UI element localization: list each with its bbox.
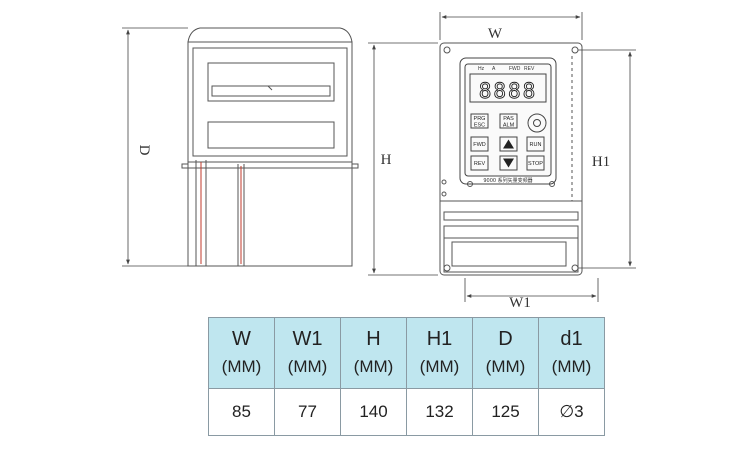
- dimension-table: W (MM) W1 (MM) H (MM) H1 (MM) D (MM) d1 (MM) 8…: [208, 317, 605, 436]
- technical-drawing: D Hz A FWD RE: [122, 12, 636, 310]
- dim-label-h: H: [381, 152, 392, 168]
- header-symbol: D: [498, 328, 513, 350]
- header-cell-w: W (MM): [208, 317, 275, 389]
- header-unit: (MM): [419, 357, 460, 376]
- header-symbol: H: [366, 328, 381, 350]
- keypad-panel: [459, 57, 557, 185]
- header-unit: (MM): [485, 357, 526, 376]
- value-cell-d: 125: [472, 388, 539, 436]
- value-cell-h: 140: [340, 388, 407, 436]
- dim-label-w: W: [488, 26, 503, 42]
- key-prg: PRG: [474, 116, 486, 122]
- led-label-rev: REV: [524, 66, 535, 72]
- dimension-d: [122, 27, 188, 267]
- display-digits: 8888: [479, 79, 538, 103]
- header-cell-w1: W1 (MM): [274, 317, 341, 389]
- dimension-w: [439, 12, 583, 40]
- header-cell-d: D (MM): [472, 317, 539, 389]
- led-label-fwd: FWD: [509, 66, 521, 72]
- key-alm: ALM: [503, 123, 515, 129]
- dimension-w1: [464, 278, 599, 302]
- key-fwd: FWD: [473, 142, 486, 148]
- value-cell-w: 85: [208, 388, 275, 436]
- model-text: 9000 系列矢量变频器: [483, 177, 532, 184]
- led-label-hz: Hz: [478, 66, 485, 72]
- side-view-red-lines: [200, 162, 242, 264]
- header-symbol: d1: [560, 328, 583, 350]
- header-unit: (MM): [287, 357, 328, 376]
- header-symbol: W: [232, 328, 251, 350]
- key-pas: PAS: [503, 116, 514, 122]
- dim-label-h1: H1: [592, 154, 610, 170]
- header-unit: (MM): [551, 357, 592, 376]
- header-symbol: W1: [292, 328, 323, 350]
- key-stop: STOP: [528, 161, 543, 167]
- header-cell-h: H (MM): [340, 317, 407, 389]
- header-cell-d1: d1 (MM): [538, 317, 605, 389]
- key-run: RUN: [530, 142, 542, 148]
- key-rev: REV: [474, 161, 486, 167]
- side-view: [181, 27, 359, 267]
- header-unit: (MM): [221, 357, 262, 376]
- led-label-a: A: [492, 66, 496, 72]
- dimension-h: [368, 42, 438, 276]
- header-symbol: H1: [426, 328, 453, 350]
- value-cell-d1: ∅3: [538, 388, 605, 436]
- table-header-row: W (MM) W1 (MM) H (MM) H1 (MM) D (MM) d1 (MM): [208, 317, 605, 389]
- value-cell-w1: 77: [274, 388, 341, 436]
- table-value-row: 85 77 140 132 125 ∅3: [208, 388, 605, 436]
- dim-label-w1: W1: [509, 295, 531, 310]
- header-cell-h1: H1 (MM): [406, 317, 473, 389]
- up-arrow-icon: [503, 139, 514, 149]
- key-esc: ESC: [474, 123, 485, 129]
- dimension-h1: [578, 49, 636, 269]
- value-cell-h1: 132: [406, 388, 473, 436]
- down-arrow-icon: [503, 158, 514, 168]
- dim-label-d: D: [136, 145, 152, 156]
- header-unit: (MM): [353, 357, 394, 376]
